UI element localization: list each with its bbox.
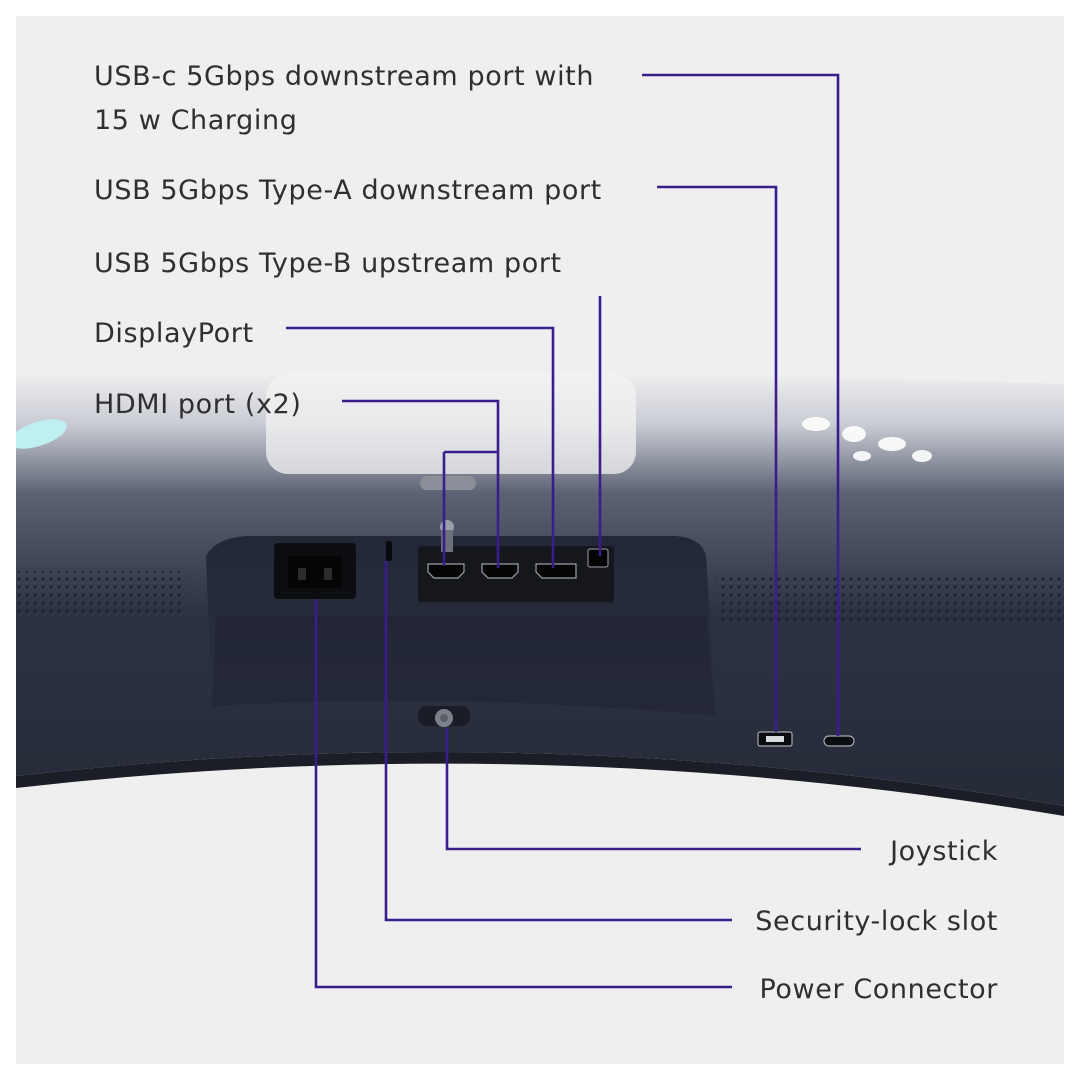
label-usb-c-port: USB-c 5Gbps downstream port with 15 w Ch… <box>94 55 594 143</box>
line-power <box>314 599 732 989</box>
hdmi-port-1 <box>427 563 465 579</box>
left-light <box>16 419 67 449</box>
right-vent <box>716 576 1064 626</box>
label-hdmi-port: HDMI port (x2) <box>94 389 302 420</box>
label-usb-type-b-port: USB 5Gbps Type-B upstream port <box>94 248 562 279</box>
line-usb-type-a <box>657 185 778 732</box>
diagram-canvas: USB-c 5Gbps downstream port with 15 w Ch… <box>16 16 1064 1064</box>
usb-type-b-port-shape <box>587 548 609 568</box>
label-power-connector: Power Connector <box>759 974 998 1005</box>
stand-hook <box>420 476 476 490</box>
usb-c-port-shape <box>823 735 855 747</box>
hdmi-port-2 <box>481 563 519 579</box>
line-joystick <box>445 728 861 851</box>
label-security-lock-slot: Security-lock slot <box>755 906 998 937</box>
line-security-lock <box>384 561 732 922</box>
ports-recess-shadow <box>212 616 716 716</box>
label-joystick: Joystick <box>890 836 998 867</box>
line-hdmi <box>342 399 500 568</box>
line-displayport <box>286 326 555 568</box>
monitor-bottom-edge <box>16 752 1064 816</box>
label-usb-c-line2: 15 w Charging <box>94 105 298 136</box>
label-usb-type-a-port: USB 5Gbps Type-A downstream port <box>94 175 602 206</box>
right-light-logo <box>802 417 932 462</box>
security-lock-slot-port <box>386 541 392 561</box>
label-usb-c-line1: USB-c 5Gbps downstream port with <box>94 61 595 92</box>
left-vent <box>16 571 186 613</box>
label-displayport: DisplayPort <box>94 318 254 349</box>
stand-mount <box>266 374 636 474</box>
monitor-illustration <box>16 73 1064 989</box>
callout-lines <box>286 73 861 989</box>
line-usb-c <box>642 73 840 736</box>
displayport-port <box>535 563 577 579</box>
